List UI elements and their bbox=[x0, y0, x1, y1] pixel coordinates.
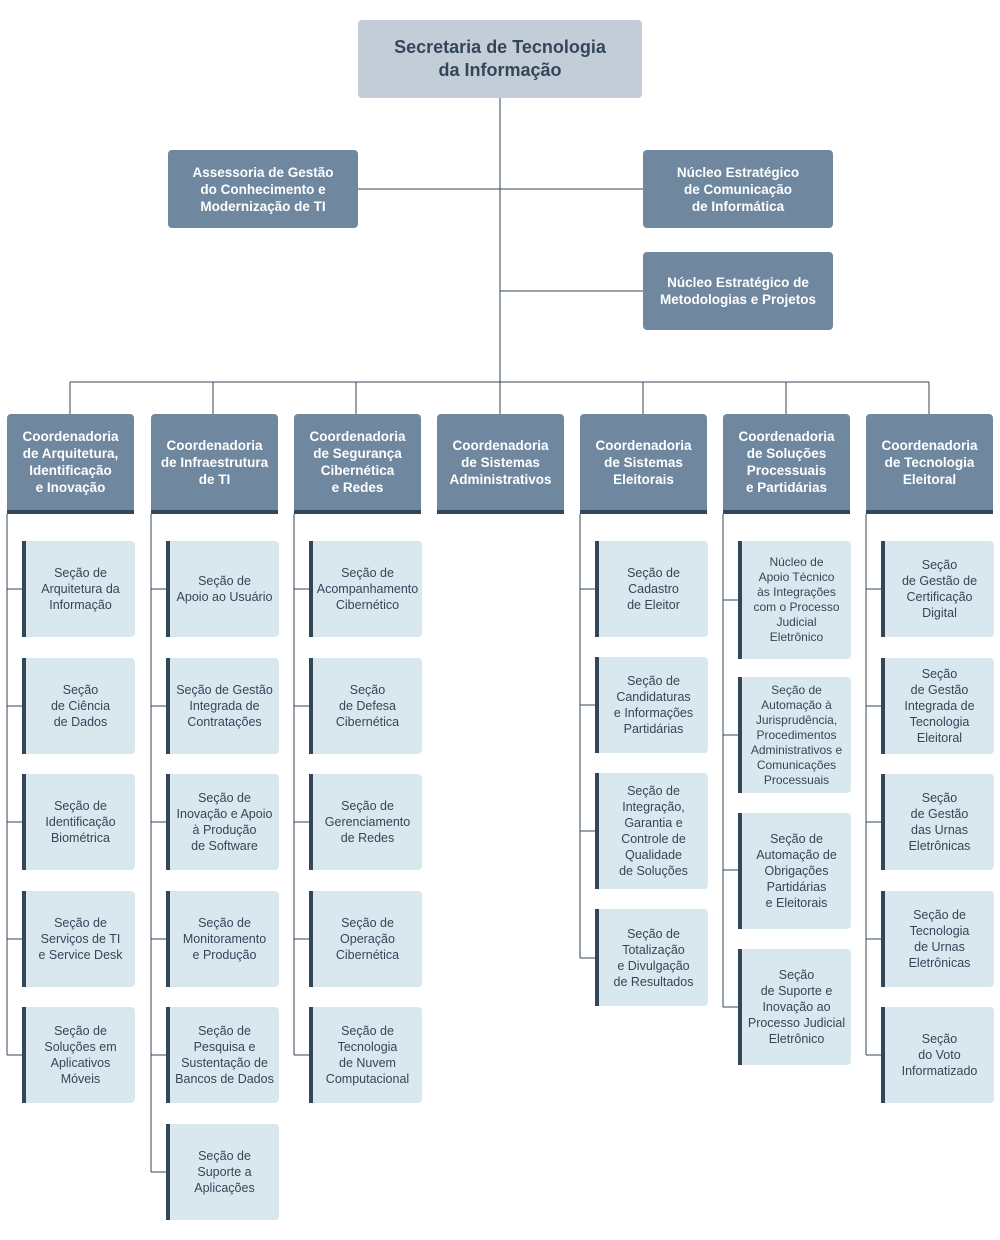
assessoria-node: Assessoria de Gestão do Conhecimento e M… bbox=[168, 150, 358, 228]
section-node: Seção de Cadastro de Eleitor bbox=[595, 541, 708, 637]
section-node: Seção de Gestão das Urnas Eletrônicas bbox=[881, 774, 994, 870]
section-node: Seção de Monitoramento e Produção bbox=[166, 891, 279, 987]
section-node: Seção de Automação de Obrigações Partidá… bbox=[738, 813, 851, 929]
section-node: Seção de Arquitetura da Informação bbox=[22, 541, 135, 637]
coordenadoria-sistemas-administrativos: Coordenadoria de Sistemas Administrativo… bbox=[437, 414, 564, 514]
section-node: Seção de Gestão Integrada de Tecnologia … bbox=[881, 658, 994, 754]
section-node: Seção de Acompanhamento Cibernético bbox=[309, 541, 422, 637]
section-node: Seção de Gestão de Certificação Digital bbox=[881, 541, 994, 637]
coordenadoria-seguranca: Coordenadoria de Segurança Cibernética e… bbox=[294, 414, 421, 514]
coordenadoria-infraestrutura: Coordenadoria de Infraestrutura de TI bbox=[151, 414, 278, 514]
coordenadoria-tecnologia-eleitoral: Coordenadoria de Tecnologia Eleitoral bbox=[866, 414, 993, 514]
nucleo-metodologias-node: Núcleo Estratégico de Metodologias e Pro… bbox=[643, 252, 833, 330]
section-node: Seção de Gestão Integrada de Contrataçõe… bbox=[166, 658, 279, 754]
section-node: Seção de Automação à Jurisprudência, Pro… bbox=[738, 677, 851, 793]
section-node: Seção de Tecnologia de Nuvem Computacion… bbox=[309, 1007, 422, 1103]
coordenadoria-sistemas-eleitorais: Coordenadoria de Sistemas Eleitorais bbox=[580, 414, 707, 514]
section-node: Seção de Identificação Biométrica bbox=[22, 774, 135, 870]
coordenadoria-solucoes-processuais: Coordenadoria de Soluções Processuais e … bbox=[723, 414, 850, 514]
section-node: Seção do Voto Informatizado bbox=[881, 1007, 994, 1103]
section-node: Seção de Totalização e Divulgação de Res… bbox=[595, 909, 708, 1006]
section-node: Seção de Apoio ao Usuário bbox=[166, 541, 279, 637]
section-node: Seção de Soluções em Aplicativos Móveis bbox=[22, 1007, 135, 1103]
section-node: Seção de Integração, Garantia e Controle… bbox=[595, 773, 708, 889]
section-node: Núcleo de Apoio Técnico às Integrações c… bbox=[738, 541, 851, 659]
section-node: Seção de Pesquisa e Sustentação de Banco… bbox=[166, 1007, 279, 1103]
root-node: Secretaria de Tecnologia da Informação bbox=[358, 20, 642, 98]
section-node: Seção de Inovação e Apoio à Produção de … bbox=[166, 774, 279, 870]
nucleo-comunicacao-node: Núcleo Estratégico de Comunicação de Inf… bbox=[643, 150, 833, 228]
section-node: Seção de Operação Cibernética bbox=[309, 891, 422, 987]
section-node: Seção de Gerenciamento de Redes bbox=[309, 774, 422, 870]
coordenadoria-arquitetura: Coordenadoria de Arquitetura, Identifica… bbox=[7, 414, 134, 514]
section-node: Seção de Suporte a Aplicações bbox=[166, 1124, 279, 1220]
section-node: Seção de Defesa Cibernética bbox=[309, 658, 422, 754]
section-node: Seção de Candidaturas e Informações Part… bbox=[595, 657, 708, 753]
section-node: Seção de Suporte e Inovação ao Processo … bbox=[738, 949, 851, 1065]
section-node: Seção de Tecnologia de Urnas Eletrônicas bbox=[881, 891, 994, 987]
section-node: Seção de Ciência de Dados bbox=[22, 658, 135, 754]
section-node: Seção de Serviços de TI e Service Desk bbox=[22, 891, 135, 987]
